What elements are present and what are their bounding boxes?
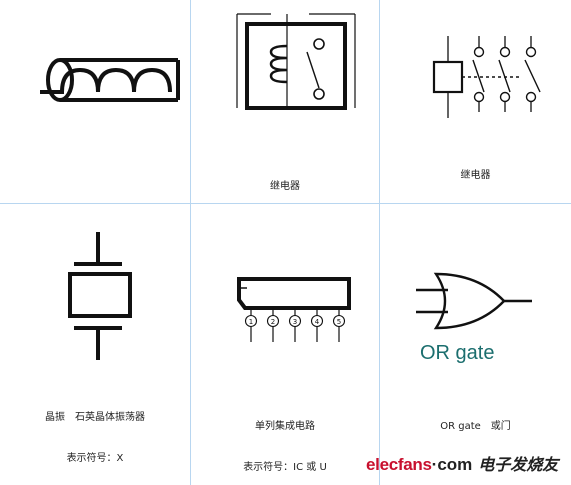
pin-label-5: 5 [337, 318, 341, 326]
elecfans-watermark-logo: elecfans·com 电子发烧友 [366, 451, 558, 481]
cell-sip-ic: 1 2 3 4 5 单列集成电路 表示符号：IC 或 U [191, 204, 379, 485]
relay-multi-symbol [432, 36, 541, 118]
cell-crystal: 晶振 石英晶体振荡器 表示符号：X [0, 204, 190, 485]
or-gate-caption: OR gate 或门 [440, 421, 511, 432]
relay-single-symbol [236, 13, 356, 110]
watermark-dot: · [431, 455, 438, 474]
cell-inductor [0, 0, 190, 203]
crystal-caption: 晶振 石英晶体振荡器 [45, 412, 145, 423]
sip-ic-caption: 单列集成电路 [255, 421, 315, 432]
sip-ic-symbol: 1 2 3 4 5 [237, 277, 351, 342]
pin-label-1: 1 [249, 318, 253, 326]
watermark-brand: elecfans [366, 455, 432, 474]
crystal-symbol-text: 表示符号：X [66, 453, 124, 464]
cell-relay-single: 继电器 [191, 0, 379, 203]
or-gate-text: OR gate [420, 342, 495, 364]
crystal-symbol [68, 232, 132, 360]
pin-label-2: 2 [271, 318, 275, 326]
pin-label-4: 4 [315, 318, 320, 326]
relay-single-caption: 继电器 [270, 181, 300, 192]
watermark-cn: 电子发烧友 [478, 457, 559, 474]
or-gate-symbol [416, 272, 532, 330]
cell-relay-multi: 继电器 [380, 0, 571, 203]
relay-multi-caption: 继电器 [460, 170, 491, 181]
grid-divider-v1 [190, 0, 191, 485]
watermark-suffix: com [437, 455, 473, 474]
grid-divider-h [0, 203, 571, 204]
inductor-core-symbol [40, 58, 180, 102]
pin-label-3: 3 [293, 318, 297, 326]
cell-or-gate: OR gate OR gate 或门 [380, 204, 571, 485]
sip-ic-symbol-text: 表示符号：IC 或 U [243, 462, 327, 473]
grid-divider-v2 [379, 0, 380, 485]
